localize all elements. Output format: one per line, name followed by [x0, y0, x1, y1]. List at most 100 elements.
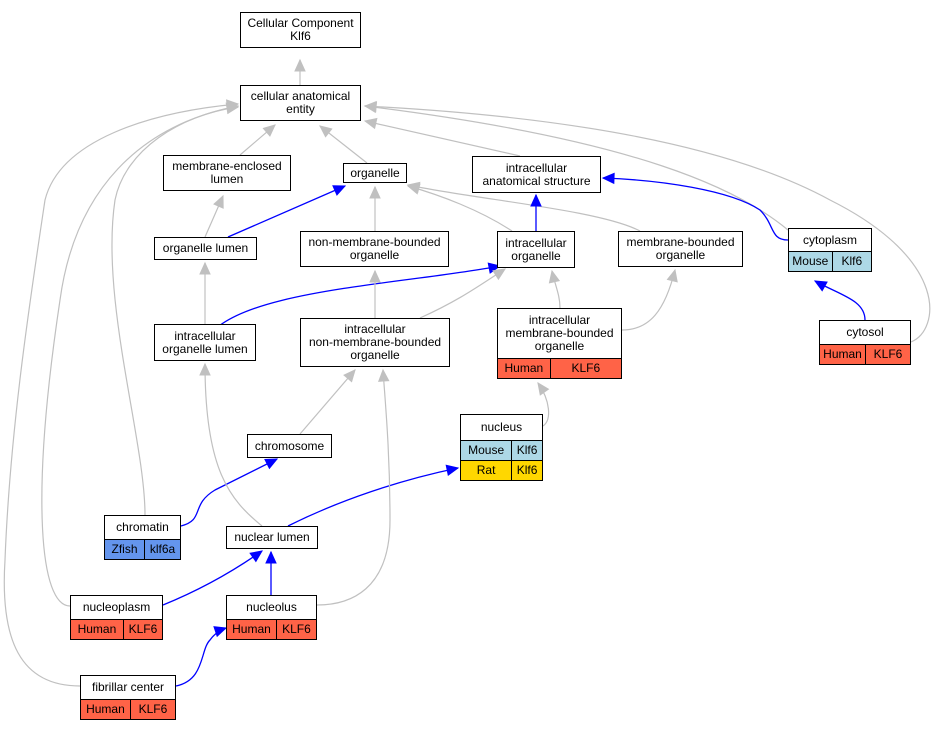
node-nl[interactable]: nuclear lumen: [226, 526, 318, 549]
node-mbo[interactable]: membrane-bounded organelle: [618, 231, 743, 267]
node-chromosome[interactable]: chromosome: [247, 434, 332, 458]
arrowhead-cae-to-cc: [294, 58, 306, 72]
node-label: cytosol: [846, 325, 884, 339]
species-cell: Zfish: [105, 540, 144, 559]
node-cae[interactable]: cellular anatomical entity: [240, 85, 361, 121]
gene-cell: Klf6: [511, 441, 542, 460]
arrowhead-mel-to-cae: [262, 124, 276, 137]
arrowhead-nl-to-iol: [199, 362, 211, 376]
node-mel[interactable]: membrane-enclosed lumen: [163, 155, 291, 191]
node-label: organelle: [350, 165, 400, 180]
node-label: intracellular organelle lumen: [162, 328, 248, 356]
species-cell: Human: [227, 620, 276, 639]
species-cell: Human: [71, 620, 123, 639]
node-label: intracellular non-membrane-bounded organ…: [308, 322, 442, 362]
arrowhead-cytosol-to-cyto: [813, 280, 828, 292]
edge-ias-to-cae: [364, 120, 521, 157]
node-cc[interactable]: Cellular Component Klf6: [240, 12, 361, 48]
node-imbo[interactable]: intracellular membrane-bounded organelle…: [497, 308, 622, 379]
edge-cyto-to-ias: [602, 177, 789, 241]
arrowhead-fc-to-cae: [226, 99, 240, 111]
node-label: intracellular anatomical structure: [482, 160, 591, 188]
edge-cyto-to-cae: [364, 105, 789, 231]
edge-nucleolus-to-inmbo: [316, 369, 391, 606]
node-ias[interactable]: intracellular anatomical structure: [472, 156, 601, 193]
arrowhead-org-to-cae: [319, 125, 333, 138]
node-label: Cellular Component Klf6: [247, 16, 354, 43]
node-label: chromatin: [116, 520, 169, 534]
edge-orgl-to-org: [227, 185, 346, 238]
node-io[interactable]: intracellular organelle: [497, 231, 575, 268]
node-org[interactable]: organelle: [343, 163, 407, 183]
arrowhead-inmbo-to-nmbo: [369, 269, 381, 283]
arrowhead-nucleus-to-imbo: [537, 382, 550, 396]
node-label: cytoplasm: [802, 232, 858, 247]
arrowhead-orgl-to-mel: [213, 194, 224, 209]
arrowhead-imbo-to-io: [548, 269, 561, 284]
gene-cell: KLF6: [549, 359, 621, 378]
species-cell: Human: [81, 700, 130, 719]
arrowhead-io-to-ias: [530, 193, 542, 207]
gene-cell: KLF6: [122, 620, 162, 639]
node-orgl[interactable]: organelle lumen: [154, 237, 257, 260]
arrowhead-iol-to-orgl: [199, 261, 211, 275]
arrowhead-orgl-to-org: [332, 185, 347, 196]
arrowhead-nucleoplasm-to-nl: [249, 550, 263, 563]
species-cell: Human: [820, 345, 865, 364]
species-cell: Mouse: [789, 252, 832, 271]
node-label: cellular anatomical entity: [250, 89, 351, 116]
species-cell: Mouse: [461, 441, 512, 460]
species-cell: Human: [498, 359, 550, 378]
node-iol[interactable]: intracellular organelle lumen: [154, 324, 256, 361]
edge-iol-to-io: [204, 265, 501, 343]
node-inmbo[interactable]: intracellular non-membrane-bounded organ…: [300, 318, 450, 367]
node-label: fibrillar center: [91, 680, 165, 694]
node-label: intracellular membrane-bounded organelle: [505, 313, 614, 353]
arrowhead-imbo-to-mbo: [666, 268, 678, 283]
node-label: chromosome: [254, 438, 325, 453]
node-label: nucleus: [480, 420, 523, 434]
arrowhead-cytosol-to-cae: [363, 100, 377, 113]
node-label: nucleoplasm: [82, 600, 151, 614]
arrowhead-cyto-to-ias: [601, 172, 615, 185]
arrowhead-ias-to-cae: [363, 117, 378, 130]
node-label: organelle lumen: [162, 241, 249, 255]
edge-imbo-to-mbo: [621, 269, 676, 331]
gene-cell: KLF6: [129, 700, 175, 719]
edge-fc-to-cae: [3, 103, 239, 687]
node-label: non-membrane-bounded organelle: [308, 235, 441, 262]
node-label: membrane-enclosed lumen: [172, 159, 282, 186]
arrowhead-nucleolus-to-nl: [265, 550, 277, 564]
edge-chromosome-to-inmbo: [299, 369, 356, 435]
node-label: nucleolus: [246, 600, 297, 614]
gene-cell: Klf6: [831, 252, 871, 271]
edge-nl-to-nucleus: [287, 467, 459, 527]
node-label: membrane-bounded organelle: [626, 235, 735, 262]
arrowhead-chromatin-to-chromosome: [264, 458, 279, 470]
node-label: nuclear lumen: [234, 530, 310, 544]
edge-nl-to-iol: [204, 363, 263, 527]
edge-chromatin-to-chromosome: [180, 458, 278, 527]
gene-cell: klf6a: [144, 540, 180, 559]
gene-cell: KLF6: [865, 345, 910, 364]
edge-fc-to-nucleolus: [175, 627, 227, 687]
node-nmbo[interactable]: non-membrane-bounded organelle: [300, 231, 449, 267]
gene-cell: KLF6: [275, 620, 316, 639]
arrowhead-chromosome-to-inmbo: [343, 369, 356, 383]
edge-cytosol-to-cae: [364, 105, 931, 343]
